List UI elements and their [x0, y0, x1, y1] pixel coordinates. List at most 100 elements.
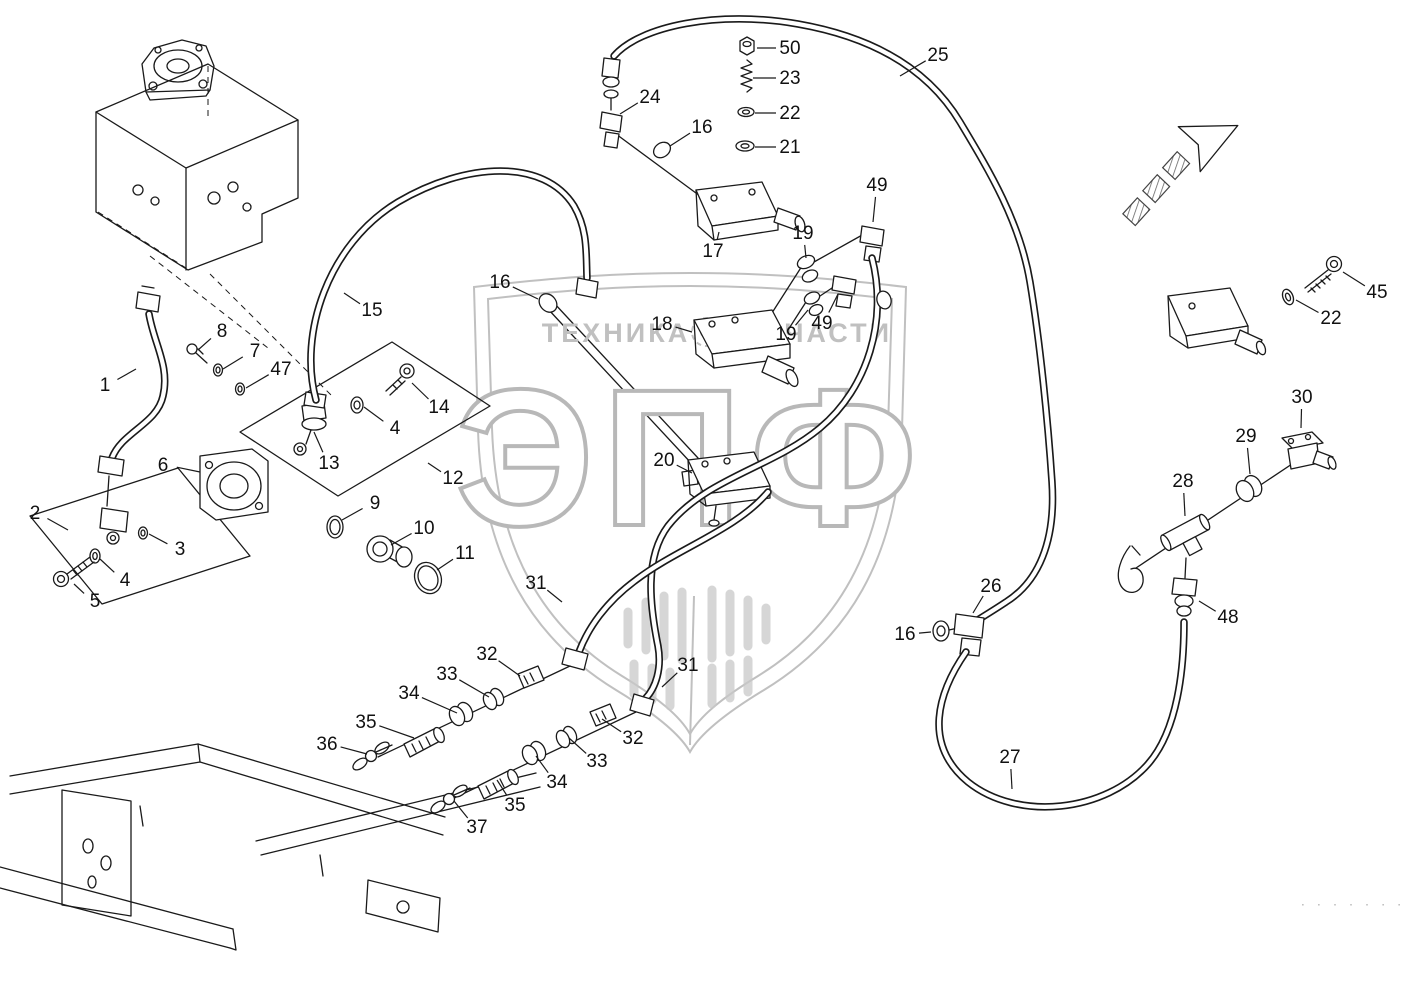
- callout-leader: [512, 286, 539, 300]
- callout-label: 32: [476, 644, 497, 665]
- callout-leader: [197, 337, 212, 351]
- callout-label: 1: [100, 375, 111, 396]
- callout-label: 47: [270, 359, 291, 380]
- callout-leader: [804, 244, 807, 259]
- group-2-outline: [29, 467, 251, 605]
- callout-leader: [343, 292, 361, 305]
- callout-label: 50: [779, 38, 800, 59]
- callout-leader: [313, 431, 324, 453]
- watermark-letters: ЭПФ: [455, 349, 924, 567]
- washer-22-stack: [737, 106, 755, 118]
- callout-label: 16: [894, 624, 915, 645]
- callout-label: 19: [792, 223, 813, 244]
- callout-leader: [1300, 408, 1303, 429]
- callout-leader: [1183, 492, 1186, 517]
- hydraulic-tank: [95, 39, 333, 397]
- bolt-8: [186, 343, 208, 364]
- callout-label: 23: [779, 68, 800, 89]
- callout-label: 5: [90, 591, 101, 612]
- callout-leader: [379, 725, 415, 739]
- fitting-48: [1171, 577, 1198, 617]
- callout-leader: [676, 464, 693, 474]
- callout-leader: [675, 326, 693, 333]
- callout-leader: [1342, 271, 1366, 287]
- spring-23: [740, 59, 753, 93]
- hose-31-b: [561, 488, 772, 671]
- group-12-outline: [239, 341, 491, 497]
- callout-leader: [421, 697, 458, 714]
- callout-leader: [73, 583, 85, 594]
- fitting-19-upper: [796, 254, 819, 283]
- callout-label: 2: [30, 503, 41, 524]
- washer-4-upper: [350, 396, 364, 414]
- callout-leader: [117, 368, 137, 381]
- coupling-10: [366, 535, 413, 568]
- callout-label: 4: [120, 570, 131, 591]
- callout-leader: [661, 672, 678, 688]
- callout-label: 4: [390, 418, 401, 439]
- hose-31-a: [629, 254, 892, 717]
- callout-label: 8: [217, 321, 228, 342]
- pump: [141, 39, 215, 101]
- callout-leader: [669, 132, 691, 147]
- callout-label: 30: [1291, 387, 1312, 408]
- hook-clip: [1117, 545, 1144, 593]
- valve-20: [681, 451, 771, 527]
- callout-label: 24: [639, 87, 661, 108]
- callout-label: 28: [1172, 471, 1193, 492]
- elbow-49-lower: [831, 275, 857, 309]
- callout-label: 31: [677, 655, 698, 676]
- chassis-frame: [0, 743, 541, 951]
- wing-fitting-37: [430, 784, 471, 814]
- callout-leader: [716, 231, 720, 240]
- callout-label: 16: [691, 117, 712, 138]
- cap-11: [413, 561, 443, 595]
- bolt-45: [1304, 255, 1343, 293]
- callout-label: 15: [361, 300, 382, 321]
- tube-16-to-valve: [547, 302, 699, 465]
- callout-leader: [828, 293, 839, 313]
- callout-label: 22: [1320, 308, 1341, 329]
- callout-leader: [795, 309, 809, 326]
- callout-label: 18: [651, 314, 672, 335]
- callout-leader: [222, 356, 244, 370]
- callout-leader: [340, 746, 368, 755]
- callout-leader: [363, 406, 384, 422]
- callout-label: 3: [175, 539, 186, 560]
- callout-label: 34: [398, 683, 420, 704]
- fitting-chain-lower: [430, 703, 637, 814]
- callout-label: 33: [586, 751, 607, 772]
- callout-label: 49: [811, 313, 832, 334]
- nipple-32: [589, 703, 617, 727]
- callout-label: 12: [442, 468, 463, 489]
- right-line-assembly: [1117, 431, 1337, 617]
- callout-leader: [411, 382, 429, 400]
- callout-leader: [341, 507, 363, 521]
- callout-label: 10: [413, 518, 434, 539]
- callout-label: 27: [999, 747, 1020, 768]
- elbow-24: [599, 111, 623, 149]
- callout-label: 37: [466, 817, 487, 838]
- callout-leader: [436, 558, 454, 571]
- hose-1: [97, 285, 169, 507]
- callout-leader: [918, 631, 932, 634]
- callout-leader: [601, 718, 622, 733]
- callout-label: 11: [455, 543, 475, 564]
- bracket-top-right: [1167, 255, 1343, 356]
- washer-7: [212, 363, 224, 377]
- callout-label: 13: [318, 453, 339, 474]
- callout-label: 45: [1366, 282, 1387, 303]
- callout-label: 36: [316, 734, 337, 755]
- washer-22-right: [1281, 288, 1295, 306]
- callout-leader: [176, 466, 201, 473]
- callout-label: 35: [355, 712, 376, 733]
- callout-label: 17: [702, 241, 723, 262]
- direction-arrow-icon: [1122, 124, 1239, 227]
- bolt-5: [52, 556, 95, 588]
- callout-label: 32: [622, 728, 643, 749]
- callout-leader: [47, 517, 69, 531]
- corner-mark: · · · · · · ·: [1300, 900, 1404, 911]
- callout-leader: [1295, 299, 1319, 314]
- o-ring-9: [326, 515, 344, 539]
